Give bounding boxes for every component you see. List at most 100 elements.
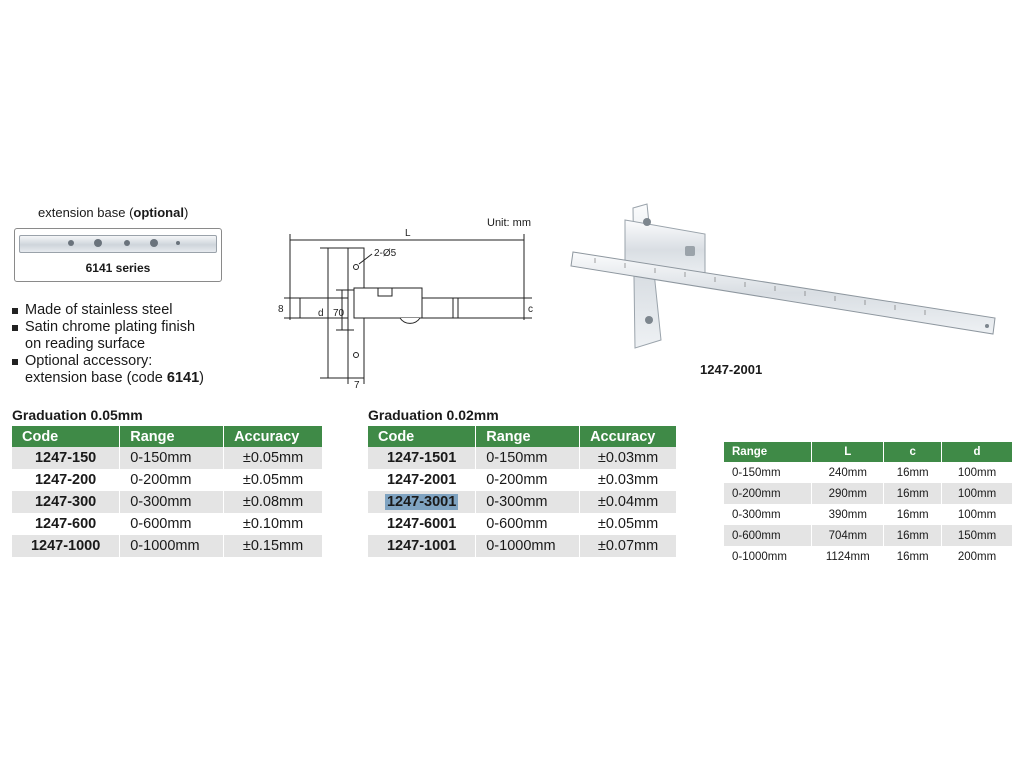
cell-c: 16mm [883, 483, 943, 504]
table-row: 0-200mm 290mm 16mm 100mm [724, 483, 1013, 504]
cell-range: 0-300mm [724, 504, 813, 525]
table-header-row: Code Range Accuracy [368, 426, 677, 447]
extension-bar-graphic [19, 235, 217, 253]
cell-accuracy: ±0.03mm [579, 447, 677, 469]
col-header-accuracy: Accuracy [579, 426, 677, 447]
table1-title: Graduation 0.05mm [12, 407, 143, 423]
table-row: 0-300mm 390mm 16mm 100mm [724, 504, 1013, 525]
feature-item: Made of stainless steel [12, 302, 204, 319]
cell-d: 100mm [941, 504, 1013, 525]
col-header-L: L [811, 442, 885, 462]
cell-accuracy: ±0.04mm [579, 491, 677, 513]
cell-d: 200mm [941, 546, 1013, 567]
photo-label: 1247-2001 [700, 362, 763, 377]
cell-c: 16mm [883, 504, 943, 525]
cell-d: 100mm [941, 462, 1013, 483]
cell-code: 1247-300 [12, 491, 121, 513]
dimensions-table: Range L c d 0-150mm 240mm 16mm 100mm 0-2… [724, 442, 1013, 567]
extension-base-image: 6141 series [14, 228, 222, 282]
cell-d: 150mm [941, 525, 1013, 546]
bar-screw-icon [94, 239, 102, 247]
cell-range: 0-600mm [724, 525, 813, 546]
cell-L: 704mm [811, 525, 885, 546]
technical-drawing: L 2-Ø5 8 d 70 c 7 [278, 228, 533, 391]
highlighted-code[interactable]: 1247-3001 [384, 494, 459, 510]
extension-series-label: 6141 series [85, 261, 151, 275]
table-row: 1247-600 0-600mm ±0.10mm [12, 513, 323, 535]
cell-accuracy: ±0.08mm [223, 491, 323, 513]
cell-code: 1247-200 [12, 469, 121, 491]
dim-c: c [528, 304, 533, 315]
cell-accuracy: ±0.05mm [579, 513, 677, 535]
cell-range: 0-1000mm [119, 535, 225, 557]
cell-range: 0-150mm [475, 447, 581, 469]
cell-range: 0-200mm [724, 483, 813, 504]
cell-L: 1124mm [811, 546, 885, 567]
cell-code: 1247-600 [12, 513, 121, 535]
cell-d: 100mm [941, 483, 1013, 504]
table-row: 1247-150 0-150mm ±0.05mm [12, 447, 323, 469]
table-row: 1247-2001 0-200mm ±0.03mm [368, 469, 677, 491]
table-row: 1247-1001 0-1000mm ±0.07mm [368, 535, 677, 557]
table-row: 1247-200 0-200mm ±0.05mm [12, 469, 323, 491]
table-row: 1247-1501 0-150mm ±0.03mm [368, 447, 677, 469]
table2-title: Graduation 0.02mm [368, 407, 499, 423]
dim-7: 7 [354, 380, 360, 391]
cell-code: 1247-2001 [368, 469, 477, 491]
feature-item-continued: extension base (code 6141) [25, 370, 204, 386]
cell-range: 0-200mm [119, 469, 225, 491]
cell-range: 0-600mm [119, 513, 225, 535]
cell-code: 1247-1000 [12, 535, 121, 557]
feature-list: Made of stainless steel Satin chrome pla… [12, 302, 204, 387]
cell-accuracy: ±0.03mm [579, 469, 677, 491]
table-row: 1247-6001 0-600mm ±0.05mm [368, 513, 677, 535]
table-header-row: Range L c d [724, 442, 1013, 462]
cell-range: 0-300mm [119, 491, 225, 513]
cell-L: 290mm [811, 483, 885, 504]
table-row: 1247-1000 0-1000mm ±0.15mm [12, 535, 323, 557]
cell-code: 1247-6001 [368, 513, 477, 535]
col-header-range: Range [119, 426, 225, 447]
cell-range: 0-1000mm [724, 546, 813, 567]
col-header-range: Range [724, 442, 813, 462]
unit-label: Unit: mm [487, 217, 531, 229]
table-row: 0-600mm 704mm 16mm 150mm [724, 525, 1013, 546]
feature-item: Satin chrome plating finish [12, 319, 204, 336]
table-row: 0-1000mm 1124mm 16mm 200mm [724, 546, 1013, 567]
dim-8: 8 [278, 304, 284, 315]
bar-hole-icon [68, 240, 74, 246]
cell-accuracy: ±0.05mm [223, 469, 323, 491]
col-header-range: Range [475, 426, 581, 447]
cell-range: 0-150mm [724, 462, 813, 483]
extension-base-caption: extension base (optional) [38, 205, 189, 220]
cell-L: 240mm [811, 462, 885, 483]
cell-accuracy: ±0.15mm [223, 535, 323, 557]
dim-L: L [405, 228, 411, 239]
cell-code: 1247-1001 [368, 535, 477, 557]
cell-L: 390mm [811, 504, 885, 525]
dim-70: 70 [333, 308, 345, 319]
table-row: 1247-300 0-300mm ±0.08mm [12, 491, 323, 513]
graduation-002-table: Code Range Accuracy 1247-1501 0-150mm ±0… [368, 426, 677, 557]
cell-range: 0-600mm [475, 513, 581, 535]
cell-code: 1247-3001 [368, 491, 477, 513]
cell-accuracy: ±0.05mm [223, 447, 323, 469]
bar-hole-icon [124, 240, 130, 246]
cell-c: 16mm [883, 525, 943, 546]
bar-hole-icon [176, 241, 180, 245]
product-photo [570, 203, 996, 349]
cell-range: 0-150mm [119, 447, 225, 469]
cell-accuracy: ±0.10mm [223, 513, 323, 535]
feature-item-continued: on reading surface [25, 336, 146, 352]
feature-item: Optional accessory: [12, 353, 204, 370]
cell-range: 0-200mm [475, 469, 581, 491]
cell-range: 0-1000mm [475, 535, 581, 557]
col-header-c: c [883, 442, 943, 462]
col-header-d: d [941, 442, 1013, 462]
col-header-code: Code [12, 426, 121, 447]
col-header-code: Code [368, 426, 477, 447]
dim-d: d [318, 308, 324, 319]
col-header-accuracy: Accuracy [223, 426, 323, 447]
cell-range: 0-300mm [475, 491, 581, 513]
cell-code: 1247-150 [12, 447, 121, 469]
